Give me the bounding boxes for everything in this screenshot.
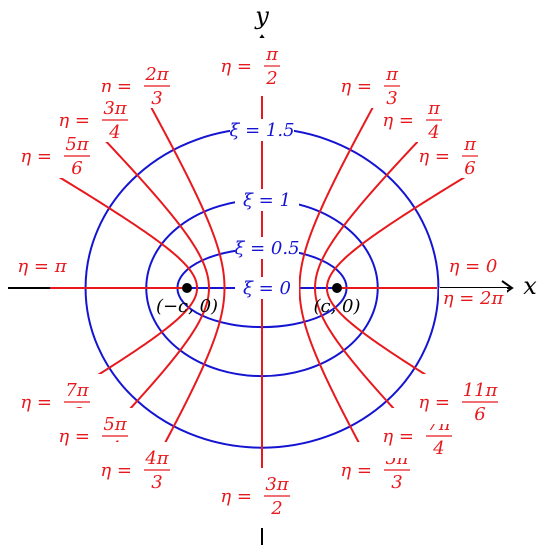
eta-label-denominator: 4 bbox=[427, 122, 439, 143]
xi-label-1: ξ = 0.5 bbox=[234, 238, 299, 259]
eta-label-lhs: η = bbox=[418, 146, 450, 167]
y-axis-label: y bbox=[254, 2, 269, 30]
eta-label-denominator: 3 bbox=[151, 88, 162, 109]
eta-label-numerator: π bbox=[427, 98, 441, 119]
eta-label-text: η = π bbox=[17, 256, 67, 277]
eta-curve-5pi3 bbox=[298, 287, 383, 486]
eta-label-denominator: 2 bbox=[270, 498, 282, 519]
eta-label-denominator: 6 bbox=[474, 404, 485, 425]
eta-label-2pi: η = 2π bbox=[439, 288, 507, 310]
eta-label-numerator: 5π bbox=[103, 414, 127, 435]
xi-label-bg bbox=[235, 189, 299, 211]
eta-curve-pi6 bbox=[325, 173, 471, 289]
eta-label-denominator: 3 bbox=[386, 88, 397, 109]
focus-right-label: (c, 0) bbox=[313, 296, 360, 317]
eta-label-numerator: 7π bbox=[65, 380, 89, 401]
x-axis-label: x bbox=[523, 272, 537, 300]
eta-curve-3pi4 bbox=[91, 126, 210, 289]
eta-label-bg bbox=[100, 442, 184, 492]
eta-curve-pi4 bbox=[314, 126, 433, 289]
eta-label-bg bbox=[439, 288, 507, 310]
eta-label-numerator: 3π bbox=[265, 474, 289, 495]
eta-label-numerator: 11π bbox=[463, 380, 499, 401]
eta-label-denominator: 3 bbox=[391, 472, 402, 493]
eta-label-lhs: η = bbox=[58, 110, 90, 131]
eta-label-bg bbox=[418, 374, 502, 424]
eta-label-lhs: η = bbox=[20, 392, 52, 413]
eta-label-denominator: 6 bbox=[71, 158, 82, 179]
eta-label-5pi6: η = 5π 6 bbox=[20, 128, 104, 179]
eta-label-text: η = 0 bbox=[449, 256, 498, 277]
eta-label-lhs: η = bbox=[220, 486, 252, 507]
eta-curve-7pi6 bbox=[53, 287, 199, 403]
xi-label-bg bbox=[235, 237, 299, 259]
eta-label-3pi2: η = 3π 2 bbox=[220, 468, 304, 519]
eta-label-0: η = 0 bbox=[439, 256, 507, 278]
eta-label-lhs: η = bbox=[382, 426, 414, 447]
eta-curve-5pi6 bbox=[53, 173, 199, 289]
eta-label-4pi3: η = 4π 3 bbox=[100, 442, 184, 493]
eta-curve-4pi3 bbox=[141, 287, 226, 486]
xi-label-3: ξ = 1.5 bbox=[229, 120, 294, 141]
eta-label-denominator: 3 bbox=[151, 472, 162, 493]
eta-curves bbox=[50, 90, 471, 486]
eta-label-pi: η = π bbox=[8, 256, 76, 278]
eta-label-denominator: 4 bbox=[108, 122, 120, 143]
eta-label-numerator: 4π bbox=[144, 448, 169, 469]
eta-curve-2pi3 bbox=[141, 90, 226, 289]
labels: x y (−c, 0) (c, 0) ξ = 0 ξ = 0.5 ξ = 1 ξ = 1.5 η… bbox=[8, 2, 537, 519]
eta-label-bg bbox=[220, 468, 304, 518]
eta-label-bg bbox=[340, 58, 424, 108]
focus-right-dot bbox=[332, 283, 342, 293]
xi-label-0: ξ = 0 bbox=[243, 278, 291, 299]
eta-label-lhs: η = bbox=[382, 110, 414, 131]
eta-label-denominator: 2 bbox=[265, 68, 277, 89]
xi-label-bg bbox=[230, 119, 294, 141]
eta-curve-pi3 bbox=[298, 90, 383, 289]
eta-label-bg bbox=[220, 38, 304, 88]
eta-label-lhs: η = bbox=[58, 426, 90, 447]
eta-label-lhs: η = bbox=[100, 460, 132, 481]
eta-label-pi2: η = π 2 bbox=[220, 38, 304, 89]
focus-left-label: (−c, 0) bbox=[156, 296, 218, 317]
eta-label-11pi6: η = 11π 6 bbox=[418, 374, 502, 425]
eta-label-bg bbox=[20, 128, 104, 178]
eta-curve-5pi4 bbox=[91, 287, 210, 450]
eta-label-numerator: 2π bbox=[144, 64, 169, 85]
eta-label-numerator: 3π bbox=[103, 98, 127, 119]
xi-label-2: ξ = 1 bbox=[243, 190, 291, 211]
xi-label-bg bbox=[235, 277, 299, 299]
eta-curve-7pi4 bbox=[314, 287, 433, 450]
eta-label-numerator: π bbox=[265, 44, 279, 65]
eta-label-lhs: η = bbox=[20, 146, 52, 167]
eta-label-numerator: π bbox=[463, 134, 477, 155]
eta-label-lhs: η = bbox=[340, 460, 372, 481]
eta-label-denominator: 4 bbox=[432, 438, 444, 459]
eta-label-lhs: η = bbox=[418, 392, 450, 413]
eta-label-pi4: η = π 4 bbox=[382, 92, 466, 143]
eta-label-pi3: η = π 3 bbox=[340, 58, 424, 109]
focus-left-dot bbox=[182, 283, 192, 293]
eta-label-lhs: η = bbox=[100, 76, 132, 97]
eta-label-numerator: 5π bbox=[65, 134, 89, 155]
eta-label-text: η = 2π bbox=[443, 288, 505, 309]
eta-label-lhs: η = bbox=[220, 56, 252, 77]
eta-label-numerator: π bbox=[385, 64, 399, 85]
eta-label-lhs: η = bbox=[340, 76, 372, 97]
eta-curve-11pi6 bbox=[325, 287, 471, 403]
eta-label-bg bbox=[8, 256, 76, 278]
eta-label-denominator: 6 bbox=[464, 158, 475, 179]
eta-label-bg bbox=[439, 256, 507, 278]
